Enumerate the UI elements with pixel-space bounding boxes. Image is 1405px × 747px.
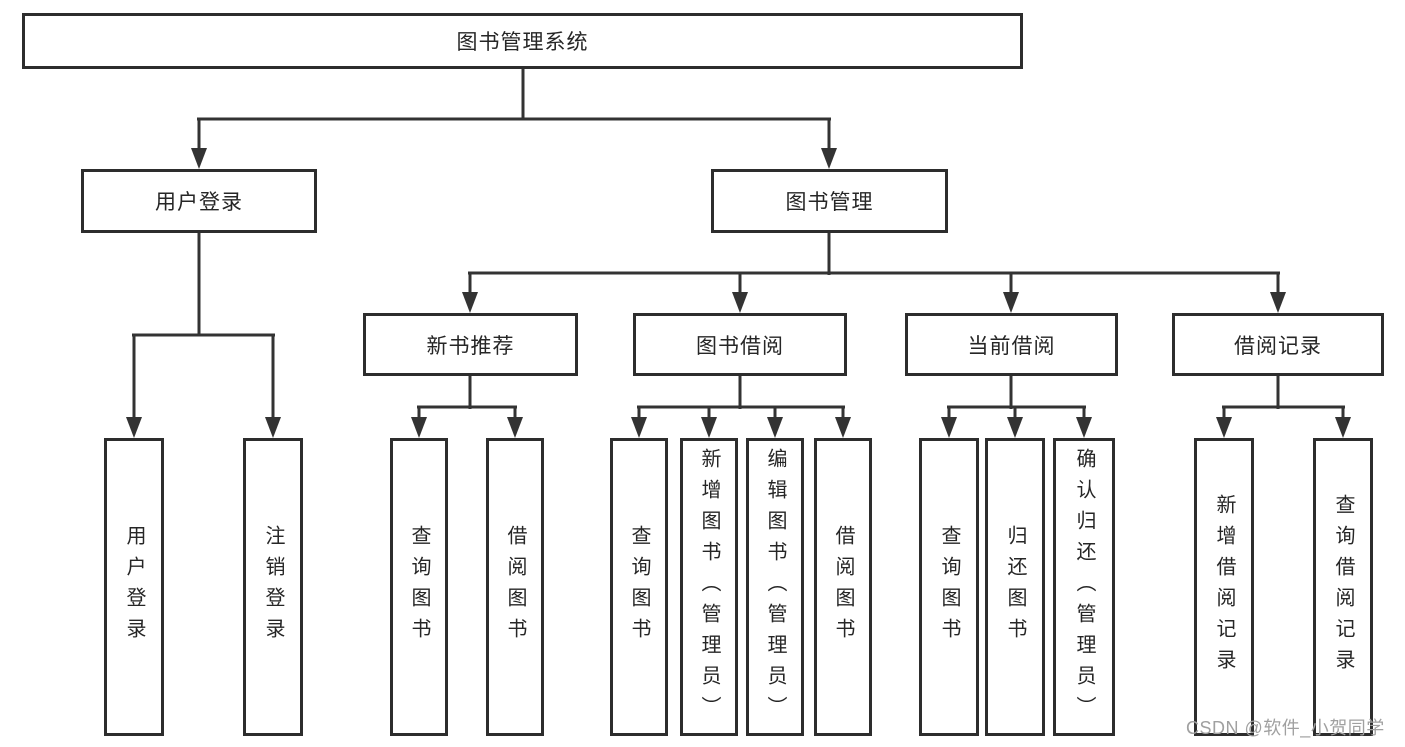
node-new-book-recommend: 新书推荐: [363, 313, 578, 376]
node-current-borrow: 当前借阅: [905, 313, 1118, 376]
leaf-user-login: 用户登录: [104, 438, 164, 736]
leaf-add-book-admin: 新增图书（管理员）: [680, 438, 738, 736]
leaf-query-book-borrow: 查询图书: [610, 438, 668, 736]
leaf-return-book: 归还图书: [985, 438, 1045, 736]
leaf-borrow-book-recommend: 借阅图书: [486, 438, 544, 736]
leaf-edit-book-admin: 编辑图书（管理员）: [746, 438, 804, 736]
leaf-query-book-recommend: 查询图书: [390, 438, 448, 736]
leaf-logout-label: 注销登录: [262, 525, 284, 649]
node-book-management: 图书管理: [711, 169, 948, 233]
node-borrow-record: 借阅记录: [1172, 313, 1384, 376]
leaf-query-borrow-record: 查询借阅记录: [1313, 438, 1373, 736]
node-book-management-label: 图书管理: [785, 191, 874, 214]
node-root: 图书管理系统: [22, 13, 1023, 69]
csdn-watermark: CSDN @软件_小贺同学: [1186, 718, 1385, 738]
node-user-login: 用户登录: [81, 169, 317, 233]
node-book-borrow: 图书借阅: [633, 313, 847, 376]
node-user-login-label: 用户登录: [155, 191, 243, 214]
node-current-borrow-label: 当前借阅: [967, 334, 1056, 358]
leaf-borrow-book: 借阅图书: [814, 438, 872, 736]
node-new-book-recommend-label: 新书推荐: [426, 334, 515, 358]
leaf-query-book-current: 查询图书: [919, 438, 979, 736]
leaf-query-book-current-label: 查询图书: [938, 525, 960, 649]
leaf-add-borrow-record-label: 新增借阅记录: [1213, 494, 1235, 680]
leaf-confirm-return-admin-label: 确认归还（管理员）: [1073, 447, 1095, 727]
leaf-query-borrow-record-label: 查询借阅记录: [1332, 494, 1354, 680]
leaf-query-book-recommend-label: 查询图书: [408, 525, 430, 649]
leaf-edit-book-admin-label: 编辑图书（管理员）: [764, 447, 786, 727]
leaf-query-book-borrow-label: 查询图书: [628, 525, 650, 649]
leaf-borrow-book-label: 借阅图书: [832, 525, 854, 649]
leaf-add-borrow-record: 新增借阅记录: [1194, 438, 1254, 736]
leaf-return-book-label: 归还图书: [1004, 525, 1026, 649]
leaf-logout: 注销登录: [243, 438, 303, 736]
node-borrow-record-label: 借阅记录: [1234, 334, 1322, 358]
leaf-user-login-label: 用户登录: [123, 525, 145, 649]
node-book-borrow-label: 图书借阅: [696, 334, 784, 358]
leaf-borrow-book-recommend-label: 借阅图书: [504, 525, 526, 649]
leaf-add-book-admin-label: 新增图书（管理员）: [698, 447, 720, 727]
node-root-label: 图书管理系统: [456, 31, 589, 54]
leaf-confirm-return-admin: 确认归还（管理员）: [1053, 438, 1115, 736]
